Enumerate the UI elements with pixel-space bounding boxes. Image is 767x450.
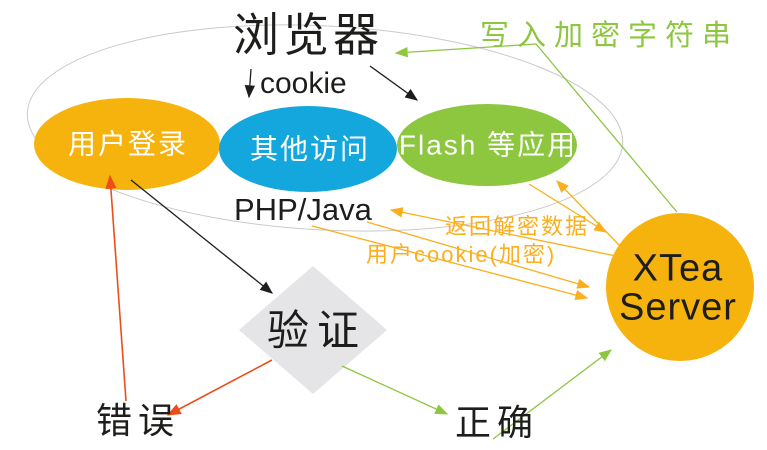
arrow-login-to-verify (130, 179, 274, 294)
arrow-phpjava-to-server (366, 221, 591, 289)
xtea-server-label: XTea Server (619, 249, 737, 327)
verify-diamond (239, 266, 387, 394)
xtea-server-line1: XTea (632, 247, 724, 290)
login-node-label: 用户登录 (67, 128, 189, 160)
arrow-verify-to-correct (341, 365, 449, 415)
other-access-ellipse (219, 106, 397, 192)
arrow-verify-to-error (166, 359, 273, 416)
return-decrypted-label: 返回解密数据 (445, 214, 590, 239)
cookie-label: cookie (260, 67, 347, 100)
arrow-error-to-login (105, 174, 127, 402)
php-java-label: PHP/Java (234, 192, 372, 227)
verify-label: 验证 (266, 306, 368, 354)
browser-title: 浏览器 (233, 9, 383, 61)
user-cookie-label: 用户cookie(加密) (366, 242, 557, 267)
other-access-node-label: 其他访问 (249, 133, 371, 165)
arrow-server-to-phpjava (389, 207, 617, 257)
browser-boundary-ellipse (26, 24, 624, 232)
flash-node-label: Flash 等应用 (398, 129, 578, 161)
arrow-usercookie-to-server (311, 225, 589, 301)
arrow-server-to-flash (556, 180, 622, 248)
arrow-flash-to-server (528, 183, 608, 233)
arrow-server-to-browser-write (394, 43, 678, 213)
write-encrypted-label: 写入加密字符串 (480, 20, 740, 52)
xtea-server-circle (606, 213, 754, 361)
arrow-correct-to-server (492, 349, 613, 440)
arrow-browser-to-flash (369, 65, 419, 101)
error-label: 错误 (96, 400, 181, 441)
arrow-browser-to-other-cookie (244, 68, 256, 99)
login-ellipse (34, 98, 220, 190)
xtea-server-line2: Server (619, 286, 737, 328)
flash-ellipse (397, 104, 577, 186)
correct-label: 正确 (455, 402, 540, 443)
